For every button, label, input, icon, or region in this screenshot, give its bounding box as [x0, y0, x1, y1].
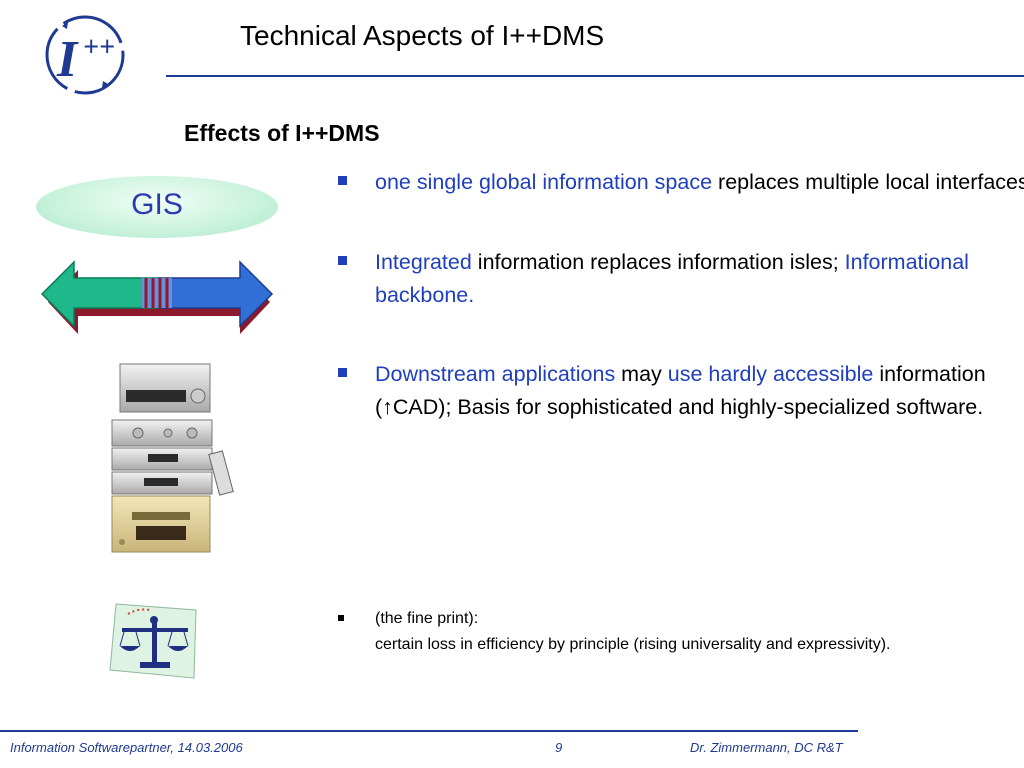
- slide-title: Technical Aspects of I++DMS: [240, 20, 605, 51]
- balance-scales-icon: [109, 603, 197, 679]
- svg-text:++: ++: [83, 32, 115, 63]
- fine-print-label: (the fine print):: [375, 610, 479, 627]
- bullet-text-highlight: Informational backbone.: [375, 250, 969, 307]
- page-number: 9: [555, 740, 563, 755]
- bullet-fine-print: (the fine print): certain loss in effici…: [338, 606, 1024, 658]
- bullet-marker: [338, 615, 344, 621]
- title-divider: [166, 75, 1024, 77]
- bullet-downstream-apps: Downstream applications may use hardly a…: [338, 358, 1024, 424]
- hifi-stack-image: [111, 363, 234, 553]
- i-plus-plus-logo: I ++: [45, 15, 125, 95]
- bidirectional-arrow-icon: [40, 260, 274, 334]
- gis-label: GIS: [131, 188, 183, 221]
- bullet-integrated-info: Integrated information replaces informat…: [338, 246, 1024, 312]
- bullet-marker: [338, 256, 347, 265]
- bullet-text-highlight: Downstream applications: [375, 362, 616, 386]
- bullet-marker: [338, 368, 347, 377]
- bullet-text: replaces multiple local interfaces.: [712, 170, 1024, 194]
- footer-author: Dr. Zimmermann, DC R&T: [690, 740, 843, 755]
- gis-oval: [36, 176, 278, 238]
- bullet-text-highlight: use hardly accessible: [667, 362, 874, 386]
- svg-text:I: I: [56, 31, 79, 88]
- footer-company-date: Information Softwarepartner, 14.03.2006: [10, 740, 243, 755]
- bullet-text-highlight: Integrated: [375, 250, 472, 274]
- footer-divider: [0, 730, 858, 732]
- fine-print-text: certain loss in efficiency by principle …: [375, 636, 891, 653]
- bullet-global-info-space: one single global information space repl…: [338, 166, 1024, 199]
- bullet-marker: [338, 176, 347, 185]
- bullet-text: may: [615, 362, 668, 386]
- bullet-text: information (↑CAD); Basis for sophistica…: [375, 362, 986, 419]
- slide-subtitle: Effects of I++DMS: [184, 120, 380, 146]
- bullet-text-highlight: one single global information space: [375, 170, 713, 194]
- bullet-text: information replaces information isles;: [471, 250, 845, 274]
